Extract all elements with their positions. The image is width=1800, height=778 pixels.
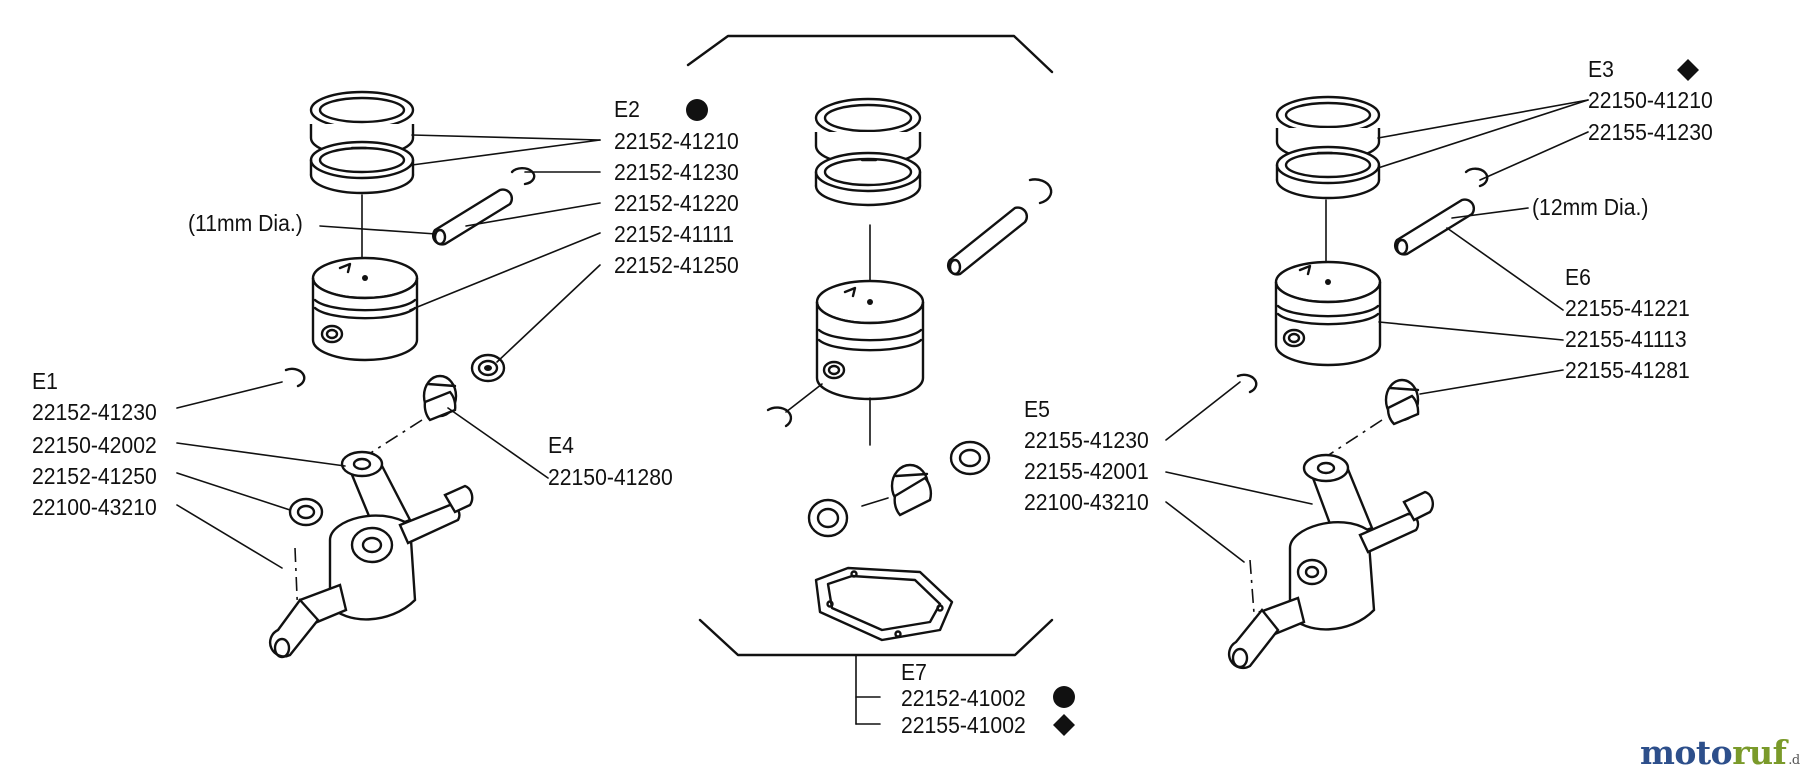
left-crankshaft — [268, 450, 474, 659]
left-leaders — [176, 134, 601, 569]
e5-part-1: 22155-41230 — [1024, 427, 1149, 453]
e2-circle-marker — [686, 99, 708, 121]
e5-label: E5 — [1024, 396, 1050, 422]
e4-label: E4 — [548, 432, 574, 458]
e3-part-1: 22150-41210 — [1588, 87, 1713, 113]
left-seal-top — [470, 353, 506, 383]
e6-part-1: 22155-41221 — [1565, 295, 1690, 321]
center-piston — [815, 279, 925, 401]
left-circlip-top — [510, 167, 536, 186]
dia-12-label: (12mm Dia.) — [1532, 194, 1649, 220]
right-needle-bearing — [1384, 378, 1420, 426]
watermark-de: .de — [1788, 753, 1800, 768]
center-frame — [686, 34, 1054, 725]
e2-part-1: 22152-41210 — [614, 128, 739, 154]
e7-diamond-marker — [1053, 714, 1075, 736]
e6-part-3: 22155-41281 — [1565, 357, 1690, 383]
left-assembly — [176, 90, 708, 659]
center-seal-left — [807, 498, 849, 538]
e2-part-4: 22152-41111 — [614, 221, 735, 247]
left-seal-low — [288, 497, 324, 527]
e3-diamond-marker — [1677, 59, 1699, 81]
e3-part-2: 22155-41230 — [1588, 119, 1713, 145]
e6-part-2: 22155-41113 — [1565, 326, 1687, 352]
right-crankshaft — [1227, 453, 1434, 670]
watermark-logo: motoruf.de — [1640, 736, 1800, 769]
watermark-ruf: ruf — [1732, 733, 1787, 772]
e7-part-2: 22155-41002 — [901, 712, 1026, 738]
e2-part-5: 22152-41250 — [614, 252, 739, 278]
e5-part-2: 22155-42001 — [1024, 458, 1149, 484]
right-assembly — [1165, 59, 1699, 670]
left-piston-rings — [309, 90, 415, 195]
center-piston-rings — [814, 97, 922, 207]
e1-label: E1 — [32, 368, 58, 394]
e5-part-3: 22100-43210 — [1024, 489, 1149, 515]
watermark-moto: moto — [1640, 733, 1733, 772]
right-piston-pin — [1394, 198, 1475, 256]
center-seal-right — [949, 440, 991, 476]
dia-11-label: (11mm Dia.) — [188, 210, 303, 236]
center-assembly — [766, 97, 1075, 736]
e4-part-1: 22150-41280 — [548, 464, 673, 490]
center-circlip-top — [1028, 178, 1053, 205]
left-needle-bearing — [422, 374, 458, 422]
right-piston — [1274, 260, 1382, 367]
e1-part-3: 22152-41250 — [32, 463, 157, 489]
right-circlip-low — [1236, 373, 1258, 394]
left-piston — [311, 256, 419, 362]
e1-part-1: 22152-41230 — [32, 399, 157, 425]
e6-label: E6 — [1565, 264, 1591, 290]
center-needle-bearing — [890, 463, 933, 517]
e2-label: E2 — [614, 96, 640, 122]
e1-part-2: 22150-42002 — [32, 432, 157, 458]
left-piston-pin — [432, 188, 513, 246]
center-gasket — [814, 566, 954, 642]
right-circlip-top — [1464, 167, 1489, 188]
e2-part-2: 22152-41230 — [614, 159, 739, 185]
right-leaders — [1165, 99, 1589, 563]
left-circlip-low — [284, 367, 306, 388]
right-piston-rings — [1275, 95, 1381, 200]
e7-label: E7 — [901, 659, 927, 685]
center-piston-pin — [947, 206, 1028, 276]
e7-part-1: 22152-41002 — [901, 685, 1026, 711]
e1-part-4: 22100-43210 — [32, 494, 157, 520]
e7-circle-marker — [1053, 686, 1075, 708]
e2-part-3: 22152-41220 — [614, 190, 739, 216]
e3-label: E3 — [1588, 56, 1614, 82]
